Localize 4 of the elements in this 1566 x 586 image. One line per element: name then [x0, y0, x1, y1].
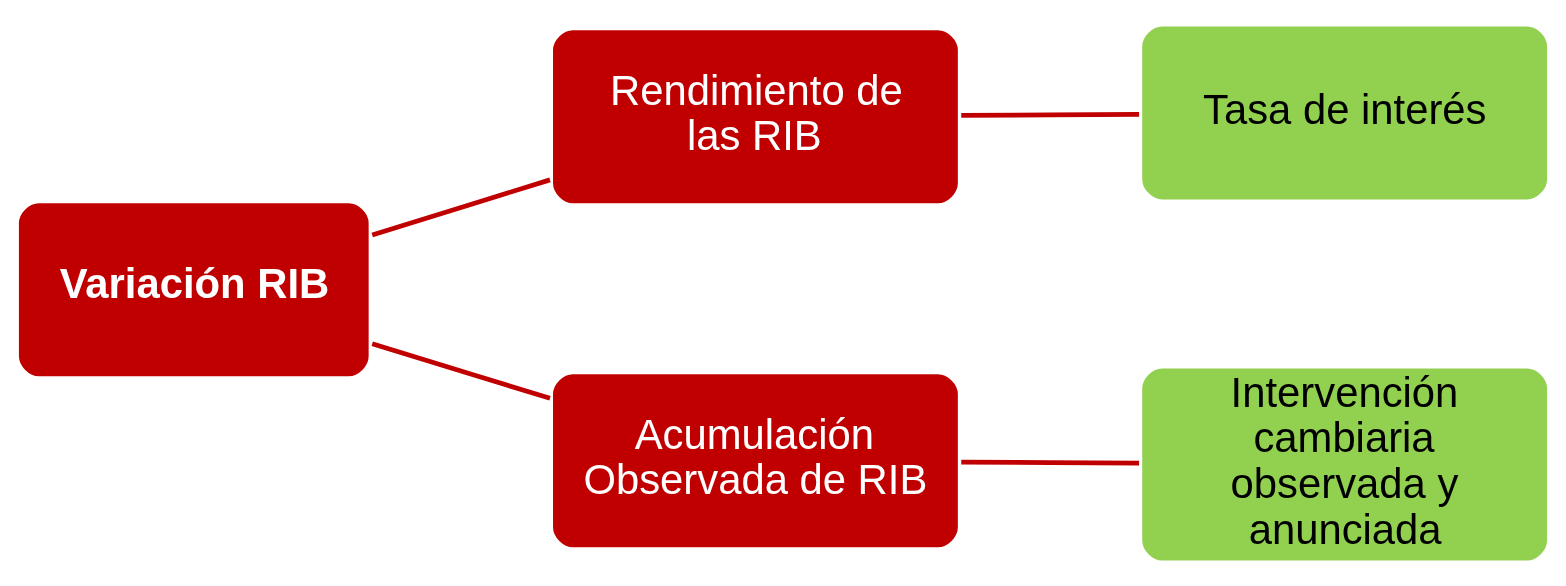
connector	[961, 459, 1140, 466]
connector	[371, 177, 551, 237]
connector	[961, 111, 1140, 118]
connector	[371, 341, 551, 401]
